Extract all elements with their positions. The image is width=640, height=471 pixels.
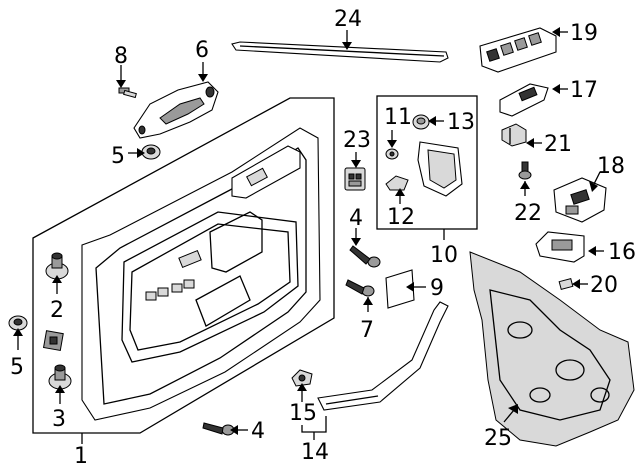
master-switch-19 [479, 27, 557, 73]
pad-9 [385, 269, 415, 309]
callout-2: 2 [50, 298, 64, 323]
callout-25: 25 [484, 426, 512, 451]
retainer-clip-3 [48, 364, 72, 390]
callout-9: 9 [430, 276, 444, 301]
callout-6: 6 [195, 38, 209, 63]
grommet-13 [412, 114, 430, 130]
group-10-box [376, 95, 478, 230]
callout-20: 20 [590, 273, 618, 298]
switch-bezel-17 [499, 83, 549, 117]
watershield-25 [469, 251, 635, 447]
callout-13: 13 [447, 110, 475, 135]
screw-22 [518, 161, 532, 180]
callout-22: 22 [514, 201, 542, 226]
belt-weatherstrip-24 [231, 41, 449, 63]
callout-11: 11 [384, 105, 412, 130]
callout-17: 17 [570, 78, 598, 103]
window-switch-18 [553, 177, 607, 223]
callout-1: 1 [74, 444, 88, 469]
bracket-10 [417, 141, 463, 197]
callout-3: 3 [52, 407, 66, 432]
retainer-15 [291, 369, 313, 387]
screw-4-lower [202, 422, 235, 436]
inside-handle-6 [133, 81, 219, 139]
callout-15: 15 [289, 401, 317, 426]
sill-trim-strip [317, 301, 449, 411]
clip-12 [385, 175, 409, 191]
retainer-clip-2 [45, 252, 69, 280]
callout-5-upper: 5 [111, 144, 125, 169]
callout-4-mid: 4 [349, 206, 363, 231]
screw-7 [345, 279, 375, 297]
callout-4-lower: 4 [251, 419, 265, 444]
bracket-21 [501, 123, 527, 147]
clip-5-left [8, 315, 28, 331]
callout-14: 14 [301, 440, 329, 465]
callout-10: 10 [430, 243, 458, 268]
callout-5-left: 5 [10, 355, 24, 380]
clip-5-upper [141, 144, 161, 160]
callout-21: 21 [544, 132, 572, 157]
nut-11 [385, 148, 399, 160]
callout-23: 23 [343, 128, 371, 153]
callout-24: 24 [334, 7, 362, 32]
callout-8: 8 [114, 44, 128, 69]
callout-7: 7 [360, 318, 374, 343]
connector-23 [344, 167, 366, 191]
door-trim-panel-group [32, 97, 335, 434]
clip-20 [558, 277, 574, 291]
door-trim-panel [81, 127, 321, 421]
square-clip [42, 330, 64, 352]
callout-18: 18 [597, 154, 625, 179]
callout-16: 16 [608, 240, 636, 265]
callout-12: 12 [387, 205, 415, 230]
screw-8 [118, 87, 137, 99]
callout-19: 19 [570, 21, 598, 46]
screw-4-mid [349, 245, 381, 268]
switch-bezel-16 [535, 231, 585, 263]
panel-boundary-box [32, 97, 335, 434]
